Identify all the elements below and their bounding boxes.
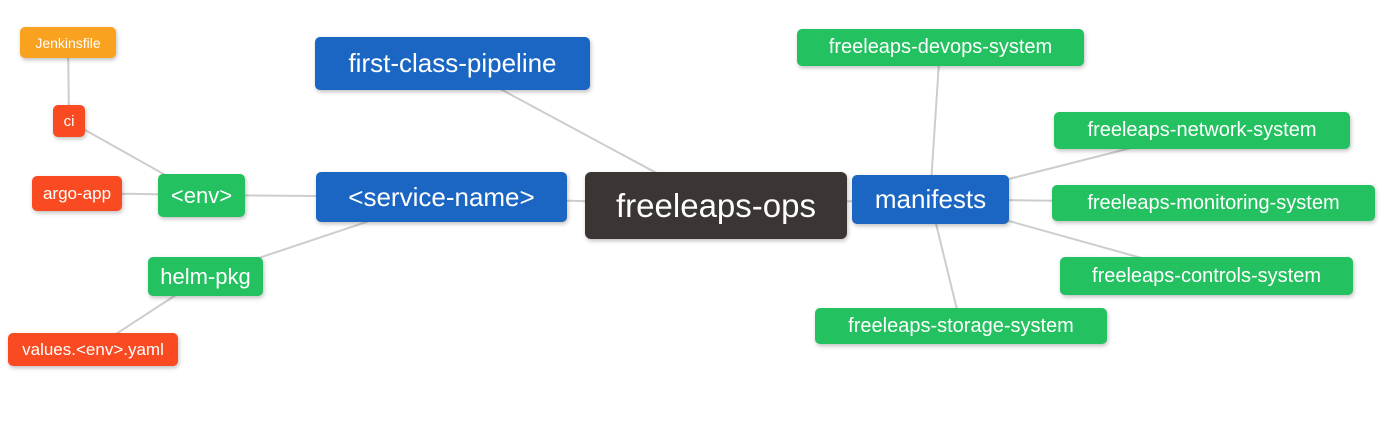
node-first-class-pipeline[interactable]: first-class-pipeline [315,37,590,90]
node-argo-app[interactable]: argo-app [32,176,122,211]
node-freeleaps-devops-system[interactable]: freeleaps-devops-system [797,29,1084,66]
node-ci[interactable]: ci [53,105,85,137]
node-helm-pkg[interactable]: helm-pkg [148,257,263,296]
node-env[interactable]: <env> [158,174,245,217]
node-freeleaps-storage-system[interactable]: freeleaps-storage-system [815,308,1107,344]
node-values-env-yaml[interactable]: values.<env>.yaml [8,333,178,366]
node-freeleaps-ops-root[interactable]: freeleaps-ops [585,172,847,239]
edge-manifests-devops [929,46,941,200]
node-freeleaps-network-system[interactable]: freeleaps-network-system [1054,112,1350,149]
node-manifests[interactable]: manifests [852,175,1009,224]
node-freeleaps-controls-system[interactable]: freeleaps-controls-system [1060,257,1353,295]
node-jenkinsfile[interactable]: Jenkinsfile [20,27,116,58]
node-service-name[interactable]: <service-name> [316,172,567,222]
node-freeleaps-monitoring-system[interactable]: freeleaps-monitoring-system [1052,185,1375,221]
